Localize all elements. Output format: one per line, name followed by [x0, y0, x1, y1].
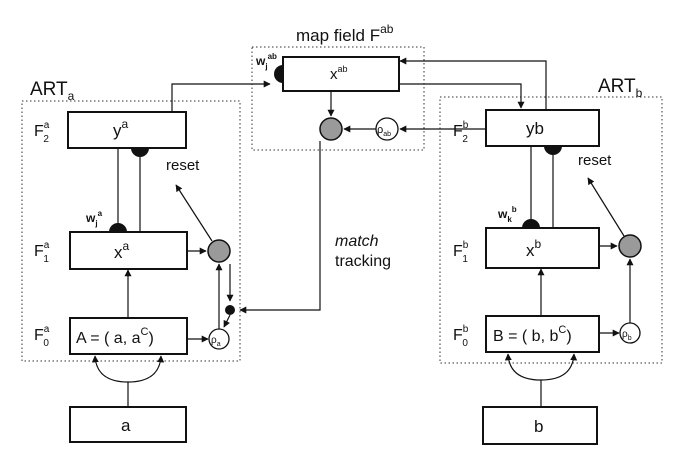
map-field-match-node: [319, 117, 343, 141]
art-a-reset-arrow: [175, 184, 213, 242]
art-b-f2-node-label: yb: [526, 119, 544, 138]
art-a-f1-terminal: [109, 223, 127, 232]
art-a-reset-node: [207, 239, 231, 263]
art-a-f0-content: A = ( a, aC): [76, 326, 154, 347]
art-a-f2-box: [67, 111, 187, 149]
art-b-input-box: [482, 406, 598, 445]
junction-to-rho-a-arrow: [223, 314, 231, 328]
art-b-f1-box: [485, 227, 600, 269]
art-b-weight-label: wkb: [497, 205, 517, 224]
art-b-f0-box: [485, 315, 600, 353]
art-b-input-label: b: [534, 417, 543, 436]
art-b-rho-label: ρb: [622, 329, 632, 342]
map-field-node-box: [282, 56, 400, 92]
art-a-title: ARTa: [30, 79, 75, 103]
map-field-weight-label: wjab: [255, 52, 277, 71]
art-b-reset-label: reset: [578, 152, 612, 169]
art-b-title: ARTb: [598, 76, 643, 100]
art-a-input-left-arrow: [91, 355, 129, 383]
match-tracking-label-line2: tracking: [335, 253, 391, 270]
art-b-input-left-arrow: [504, 353, 542, 381]
art-a-input-right-arrow: [127, 355, 165, 383]
f2a-to-map-field-arrow: [171, 80, 271, 112]
art-a-f1-node-label: xa: [114, 239, 130, 262]
map-field-boundary: [251, 46, 425, 151]
art-b-input-right-arrow: [540, 353, 578, 381]
art-a-boundary: [21, 100, 241, 362]
art-a-f2-terminal: [131, 148, 149, 157]
art-a-weight-label: wja: [85, 209, 103, 228]
art-a-input-box: [69, 406, 187, 443]
map-field-weight-terminal: [274, 65, 283, 83]
map-field-to-f2b-arrow: [399, 83, 525, 109]
art-a-rho-label: ρa: [211, 335, 221, 348]
map-field-node-label: xab: [330, 64, 348, 83]
art-a-match-junction: [225, 305, 235, 315]
match-tracking-arrow: [239, 141, 321, 314]
art-b-f2-box: [485, 109, 600, 147]
map-field-rho-label: ρab: [377, 124, 391, 138]
art-b-f1-terminal: [522, 219, 540, 228]
art-a-reset-label: reset: [166, 157, 200, 174]
art-a-f2-node-label: ya: [113, 117, 129, 140]
match-tracking-label-line1: match: [335, 233, 379, 250]
f2b-to-map-field-arrow: [399, 57, 547, 110]
art-a-f0-box: [69, 317, 188, 355]
art-b-f0-content: B = ( b, bC): [493, 324, 572, 345]
art-b-f2-terminal: [544, 146, 562, 155]
art-b-reset-arrow: [587, 177, 625, 237]
map-field-title: map field Fab: [296, 22, 394, 45]
art-a-input-label: a: [121, 416, 131, 435]
art-b-f1-node-label: xb: [526, 237, 542, 260]
art-b-reset-node: [618, 234, 642, 258]
